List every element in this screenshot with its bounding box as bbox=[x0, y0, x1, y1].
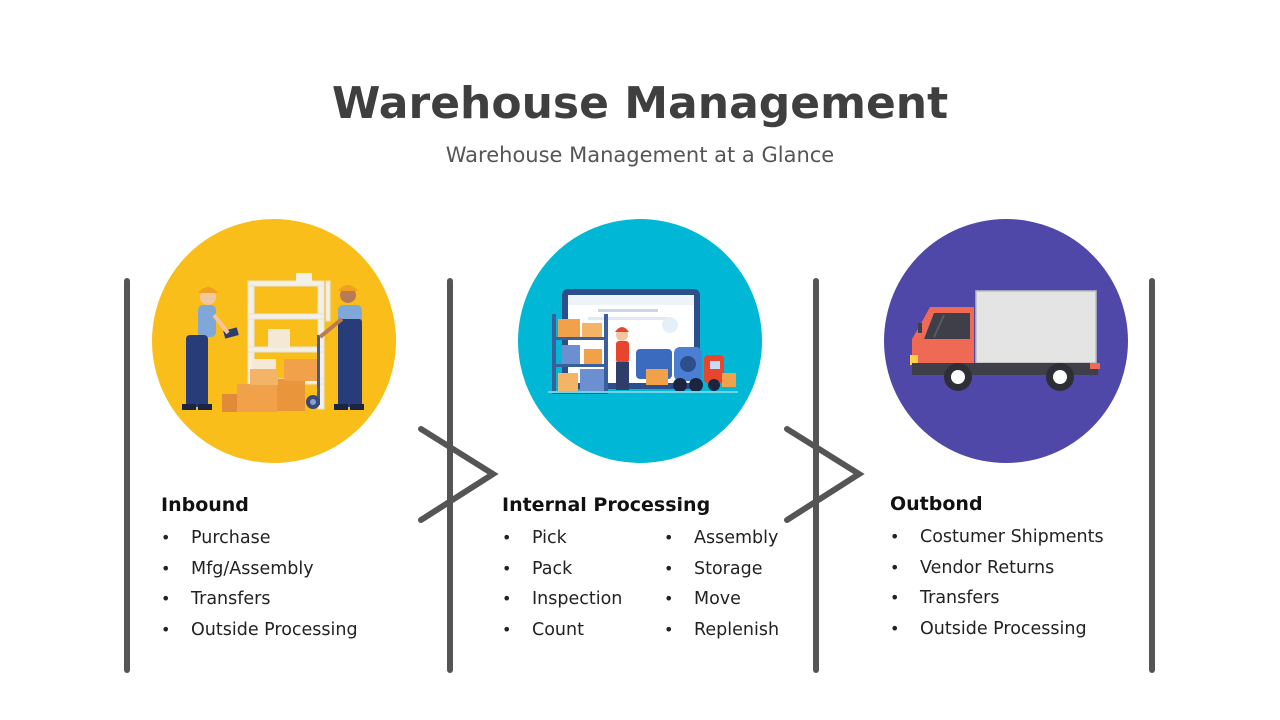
list-item: •Assembly bbox=[664, 528, 779, 548]
list-item: •Transfers bbox=[890, 588, 1000, 608]
list-item: •Replenish bbox=[664, 619, 780, 640]
list-item: •Purchase bbox=[161, 528, 271, 548]
list-item: •Pick bbox=[502, 528, 567, 548]
outbound-circle bbox=[884, 219, 1128, 463]
page-title: Warehouse Management bbox=[331, 78, 949, 129]
list-item: •Move bbox=[664, 589, 741, 609]
delivery-truck-icon bbox=[910, 290, 1100, 391]
chevron-arrow-1 bbox=[418, 426, 499, 523]
list-item: •Mfg/Assembly bbox=[161, 558, 314, 579]
list-item: •Outside Processing bbox=[161, 619, 358, 640]
internal-list-right: •Assembly •Storage •Move •Replenish bbox=[664, 523, 779, 645]
warehouse-workers-icon bbox=[182, 273, 364, 412]
internal-list-left: •Pick •Pack •Inspection •Count bbox=[502, 523, 622, 645]
inbound-list: •Purchase •Mfg/Assembly •Transfers •Outs… bbox=[161, 523, 358, 645]
internal-processing-circle bbox=[518, 219, 762, 463]
list-item: •Pack bbox=[502, 558, 573, 579]
stage-heading-internal-processing: Internal Processing bbox=[502, 494, 711, 516]
list-item: •Inspection bbox=[502, 589, 623, 609]
list-item: •Outside Processing bbox=[890, 618, 1087, 639]
chevron-arrow-2 bbox=[784, 426, 865, 523]
list-item: •Transfers bbox=[161, 589, 271, 609]
outbound-list: •Costumer Shipments •Vendor Returns •Tra… bbox=[890, 522, 1104, 644]
list-item: •Costumer Shipments bbox=[890, 527, 1104, 547]
stage-heading-inbound: Inbound bbox=[161, 494, 249, 516]
inbound-circle bbox=[152, 219, 396, 463]
page-subtitle: Warehouse Management at a Glance bbox=[445, 143, 835, 167]
list-item: •Count bbox=[502, 619, 584, 640]
stage-heading-outbound: Outbond bbox=[890, 493, 983, 515]
list-item: •Storage bbox=[664, 558, 763, 579]
list-item: •Vendor Returns bbox=[890, 557, 1055, 578]
warehouse-monitor-icon bbox=[548, 289, 738, 394]
